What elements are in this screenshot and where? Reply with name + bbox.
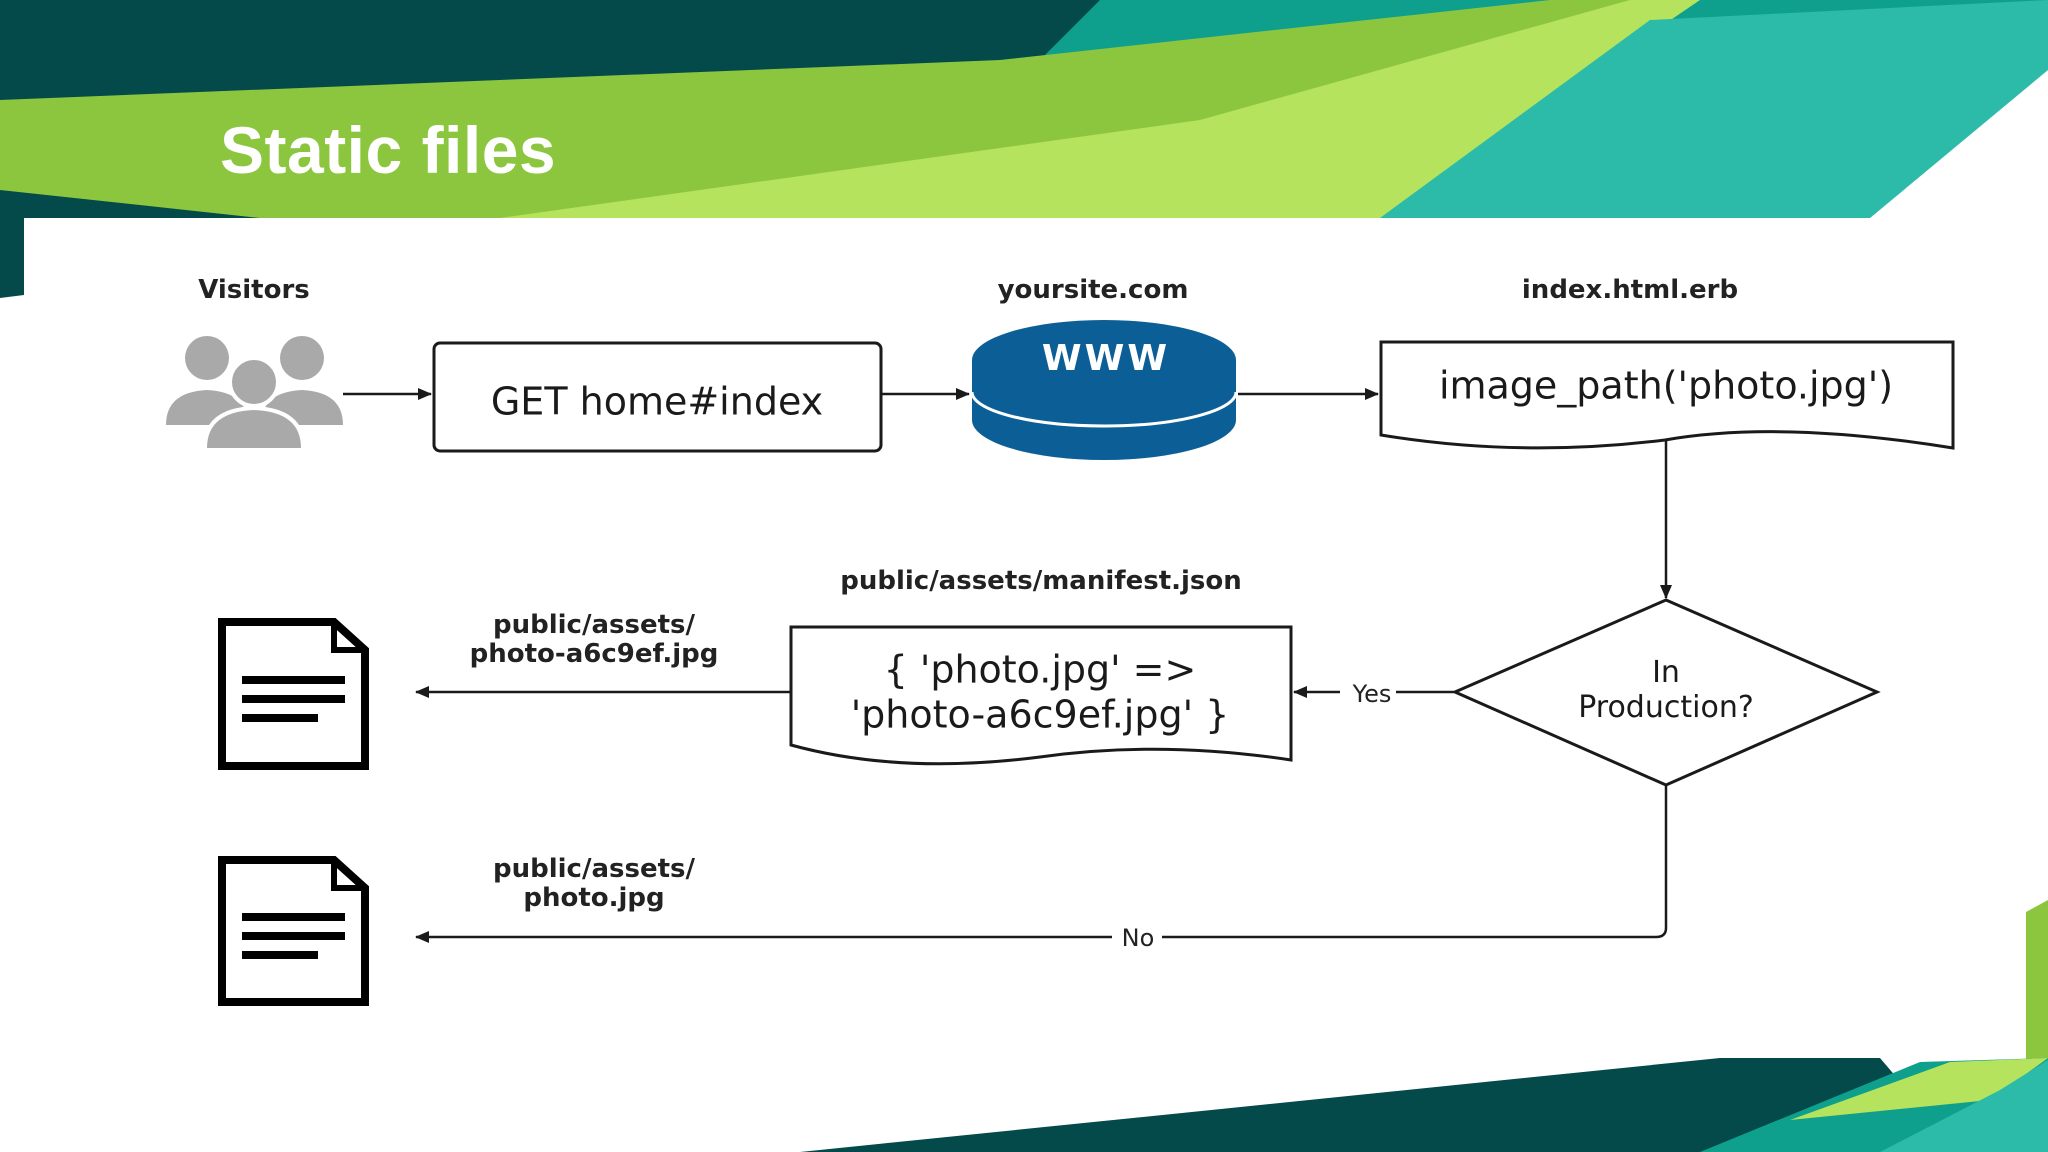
slide-title: Static files	[220, 113, 557, 187]
arrow-no	[415, 785, 1668, 943]
document-icon	[218, 856, 369, 1006]
document-icon	[218, 618, 369, 770]
server-text: WWW	[1042, 338, 1170, 379]
request-node: GET home#index	[432, 341, 883, 453]
yes-label: Yes	[1352, 680, 1392, 708]
no-label-bg	[1112, 922, 1162, 950]
decision-text-line1: In	[1652, 655, 1680, 690]
fingerprinted-label-line1: public/assets/	[493, 610, 695, 640]
request-text: GET home#index	[491, 380, 823, 424]
fingerprinted-label-line2: photo-a6c9ef.jpg	[470, 639, 719, 669]
site-label: yoursite.com	[998, 275, 1189, 305]
yes-label-bg	[1340, 678, 1396, 706]
plain-label-line1: public/assets/	[493, 854, 695, 884]
manifest-node: { 'photo.jpg' => 'photo-a6c9ef.jpg' }	[789, 625, 1293, 766]
helper-text: image_path('photo.jpg')	[1439, 364, 1893, 408]
decision-text-line2: Production?	[1578, 690, 1754, 725]
server-node: WWW	[970, 320, 1238, 460]
manifest-text-line2: 'photo-a6c9ef.jpg' }	[851, 693, 1230, 737]
manifest-text-line1: { 'photo.jpg' =>	[884, 648, 1197, 692]
visitors-label: Visitors	[198, 275, 310, 305]
helper-node: image_path('photo.jpg')	[1379, 340, 1955, 450]
template-label: index.html.erb	[1522, 275, 1738, 305]
visitors-icon	[166, 336, 343, 452]
no-label: No	[1122, 924, 1155, 952]
decision-node: In Production?	[1451, 598, 1881, 787]
manifest-label: public/assets/manifest.json	[840, 566, 1242, 596]
plain-label-line2: photo.jpg	[523, 883, 664, 913]
